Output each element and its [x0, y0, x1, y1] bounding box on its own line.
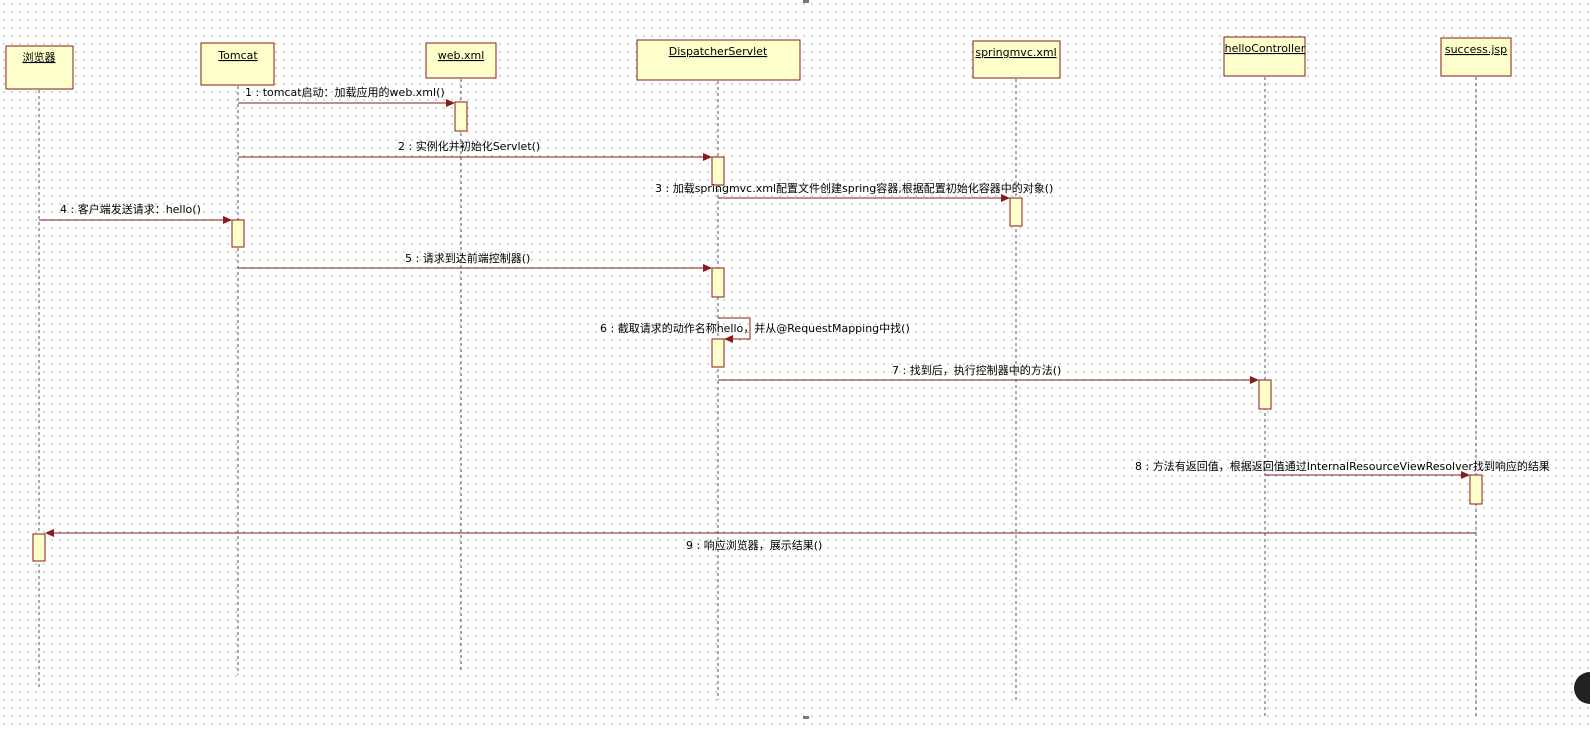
message-5[interactable]: 5 : 请求到达前端控制器(): [238, 251, 712, 272]
message-8[interactable]: 8 : 方法有返回值，根据返回值通过InternalResourceViewRe…: [1135, 459, 1550, 479]
activation-webxml: [454, 101, 468, 132]
message-3[interactable]: 3 : 加载springmvc.xml配置文件创建spring容器,根据配置初始…: [655, 181, 1053, 202]
message-2[interactable]: 2 : 实例化并初始化Servlet(): [238, 139, 712, 161]
message-5-arrowhead: [703, 264, 712, 272]
participant-successjsp[interactable]: success.jsp: [1440, 37, 1512, 77]
corner-control-button[interactable]: [1574, 672, 1590, 704]
top-scroll-marker: [803, 0, 809, 3]
participant-springmvcxml-label: springmvc.xml: [975, 46, 1056, 59]
message-2-label: 2 : 实例化并初始化Servlet(): [398, 139, 540, 153]
message-4[interactable]: 4 : 客户端发送请求：hello(): [39, 202, 232, 224]
participant-hellocontroller-label: helloController: [1225, 42, 1306, 55]
participant-springmvcxml[interactable]: springmvc.xml: [972, 40, 1061, 79]
participant-hellocontroller[interactable]: helloController: [1223, 36, 1306, 77]
activation-hellocontroller: [1258, 379, 1272, 410]
participant-tomcat-label: Tomcat: [217, 49, 258, 62]
participant-dispatcherservlet-label: DispatcherServlet: [669, 45, 768, 58]
participant-browser[interactable]: 浏览器: [5, 45, 74, 90]
activation-dispatcher-2: [711, 267, 725, 298]
message-8-label: 8 : 方法有返回值，根据返回值通过InternalResourceViewRe…: [1135, 459, 1550, 473]
message-6-arrowhead: [724, 335, 733, 343]
message-6[interactable]: 6 : 截取请求的动作名称hello，并从@RequestMapping中找(): [600, 317, 910, 343]
participant-webxml[interactable]: web.xml: [425, 42, 497, 79]
message-4-arrowhead: [223, 216, 232, 224]
participant-successjsp-label: success.jsp: [1445, 43, 1507, 56]
activation-tomcat: [231, 219, 245, 248]
message-7-label: 7 : 找到后，执行控制器中的方法(): [892, 363, 1061, 377]
message-5-label: 5 : 请求到达前端控制器(): [405, 251, 530, 265]
message-3-label: 3 : 加载springmvc.xml配置文件创建spring容器,根据配置初始…: [655, 181, 1053, 195]
message-1-arrowhead: [446, 99, 455, 107]
participant-dispatcherservlet[interactable]: DispatcherServlet: [636, 39, 801, 81]
participant-webxml-label: web.xml: [438, 49, 485, 62]
activation-browser: [32, 533, 46, 562]
message-9-label: 9 : 响应浏览器，展示结果(): [686, 538, 822, 552]
message-8-arrowhead: [1461, 471, 1470, 479]
activation-dispatcher-1: [711, 156, 725, 186]
activation-springmvc: [1009, 197, 1023, 227]
activation-successjsp: [1469, 474, 1483, 505]
activation-dispatcher-3: [711, 338, 725, 368]
message-1-label: 1 : tomcat启动：加载应用的web.xml(): [245, 85, 445, 99]
message-9[interactable]: 9 : 响应浏览器，展示结果(): [45, 529, 1476, 552]
message-3-arrowhead: [1001, 194, 1010, 202]
message-4-label: 4 : 客户端发送请求：hello(): [60, 202, 201, 216]
participant-browser-label: 浏览器: [23, 50, 56, 64]
participant-tomcat[interactable]: Tomcat: [200, 42, 275, 86]
message-6-label: 6 : 截取请求的动作名称hello，并从@RequestMapping中找(): [600, 321, 910, 335]
message-1[interactable]: 1 : tomcat启动：加载应用的web.xml(): [238, 85, 455, 107]
message-2-arrowhead: [703, 153, 712, 161]
bottom-scroll-marker: [803, 716, 809, 719]
message-7-arrowhead: [1250, 376, 1259, 384]
message-9-arrowhead: [45, 529, 54, 537]
message-7[interactable]: 7 : 找到后，执行控制器中的方法(): [718, 363, 1259, 384]
